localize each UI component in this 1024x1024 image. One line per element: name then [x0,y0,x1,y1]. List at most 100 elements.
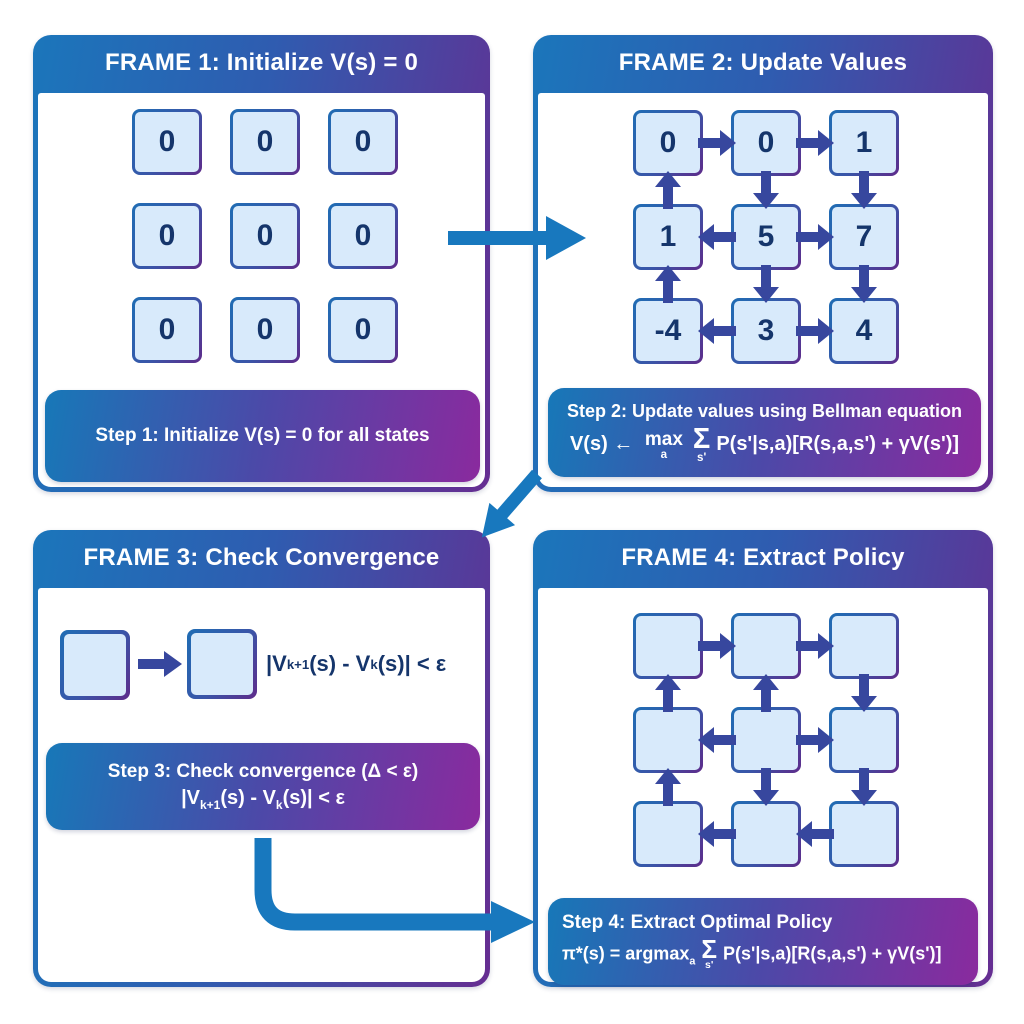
grid-cell-value: 0 [233,206,297,266]
grid-cell: 0 [230,297,300,363]
grid-cell-value: 0 [135,112,199,172]
grid-cell-value: 5 [734,207,798,267]
frame-3-title: FRAME 3: Check Convergence [83,544,440,571]
grid-cell: 0 [328,297,398,363]
step-2-caption: Step 2: Update values using Bellman equa… [548,388,981,477]
grid-cell: 4 [829,298,899,364]
arrow-right-icon [796,727,834,753]
arrow-up-icon [753,674,779,712]
grid-cell [829,801,899,867]
grid-cell [633,707,703,773]
arrow-up-icon [655,674,681,712]
step-4-caption: Step 4: Extract Optimal Policy π*(s) = a… [548,898,978,985]
arrow-down-icon [851,171,877,209]
arrow-left-icon [698,318,736,344]
frame-4-body: Step 4: Extract Optimal Policy π*(s) = a… [538,588,988,985]
state-square-new [187,629,257,699]
frame3-to-frame4-connector-icon [245,838,545,953]
grid-cell: 0 [132,203,202,269]
arrow-right-icon [796,633,834,659]
arrow-left-icon [698,224,736,250]
arrow-down-icon [851,265,877,303]
grid-cell: 0 [230,109,300,175]
grid-cell-value: 0 [331,112,395,172]
step-2-caption-text: Step 2: Update values using Bellman equa… [566,401,963,422]
arrow-up-icon [655,768,681,806]
frame-4-title: FRAME 4: Extract Policy [621,544,905,571]
grid-cell-value: 0 [233,300,297,360]
grid-cell-value: 0 [233,112,297,172]
grid-cell [731,613,801,679]
grid-cell-value: 0 [331,300,395,360]
grid-cell [731,801,801,867]
arrow-right-icon [698,633,736,659]
arrow-left-icon [698,727,736,753]
arrow-right-icon [796,224,834,250]
grid-cell-value: 3 [734,301,798,361]
arrow-up-icon [655,171,681,209]
grid-cell: 3 [731,298,801,364]
grid-cell-value: -4 [636,301,700,361]
grid-cell-value: 0 [135,300,199,360]
grid-cell: 7 [829,204,899,270]
grid-cell-value [734,804,798,864]
arrow-right-icon [796,130,834,156]
grid-cell: 0 [132,109,202,175]
grid-cell: 1 [633,204,703,270]
grid-cell: 5 [731,204,801,270]
arrow-left-icon [698,821,736,847]
grid-cell-value: 0 [331,206,395,266]
arrow-left-icon [796,821,834,847]
grid-cell [731,707,801,773]
arrow-right-icon [796,318,834,344]
grid-cell [633,801,703,867]
state-square-old [60,630,130,700]
step-1-caption: Step 1: Initialize V(s) = 0 for all stat… [45,390,480,482]
arrow-down-icon [753,265,779,303]
frame2-to-frame3-arrow-icon [455,462,565,562]
arrow-down-icon [753,768,779,806]
grid-cell-value: 1 [636,207,700,267]
grid-cell [829,613,899,679]
grid-cell-value: 4 [832,301,896,361]
grid-cell-value [636,804,700,864]
step-3-caption: Step 3: Check convergence (Δ < ε) |Vk+1(… [46,743,480,830]
arrow-right-icon [698,130,736,156]
arrow-down-icon [851,674,877,712]
grid-cell-value [734,616,798,676]
grid-cell-value: 0 [636,113,700,173]
grid-cell: -4 [633,298,703,364]
grid-cell: 0 [328,109,398,175]
grid-cell-value [636,710,700,770]
arrow-down-icon [753,171,779,209]
grid-cell-value [832,804,896,864]
grid-cell-value [636,616,700,676]
frame-1-title: FRAME 1: Initialize V(s) = 0 [105,49,418,76]
arrow-up-icon [655,265,681,303]
step-3-caption-formula: |Vk+1(s) - Vk(s)| < ε [181,787,345,812]
arrow-down-icon [851,768,877,806]
policy-grid-frame-4 [633,613,899,867]
step-1-caption-text: Step 1: Initialize V(s) = 0 for all stat… [95,425,430,446]
step-4-caption-text: Step 4: Extract Optimal Policy [562,911,833,933]
grid-cell-value: 1 [832,113,896,173]
grid-cell-value [832,616,896,676]
grid-cell: 0 [132,297,202,363]
grid-cell: 1 [829,110,899,176]
grid-cell-value: 7 [832,207,896,267]
grid-cell: 0 [230,203,300,269]
frame1-to-frame2-arrow-icon [448,214,588,262]
grid-cell [829,707,899,773]
grid-cell [633,613,703,679]
frame-2-title: FRAME 2: Update Values [618,49,908,76]
grid-cell: 0 [633,110,703,176]
